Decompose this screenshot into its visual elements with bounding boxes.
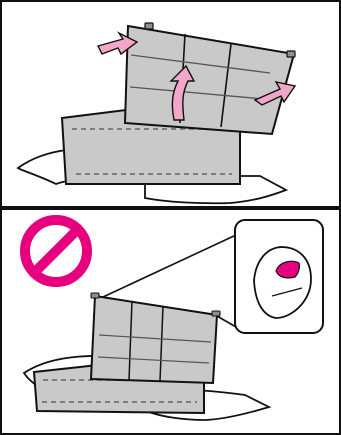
callout-line-top xyxy=(103,235,236,297)
lower-top-left-latch xyxy=(91,293,99,298)
top-panel xyxy=(18,23,295,203)
seatback xyxy=(125,26,294,134)
lower-seatback xyxy=(91,296,217,383)
prohibition-icon xyxy=(25,220,87,282)
top-right-latch xyxy=(287,51,295,57)
callout-line-bottom xyxy=(217,316,236,327)
top-left-latch xyxy=(145,23,153,29)
bottom-panel xyxy=(24,220,323,420)
lower-top-right-latch xyxy=(212,311,220,316)
